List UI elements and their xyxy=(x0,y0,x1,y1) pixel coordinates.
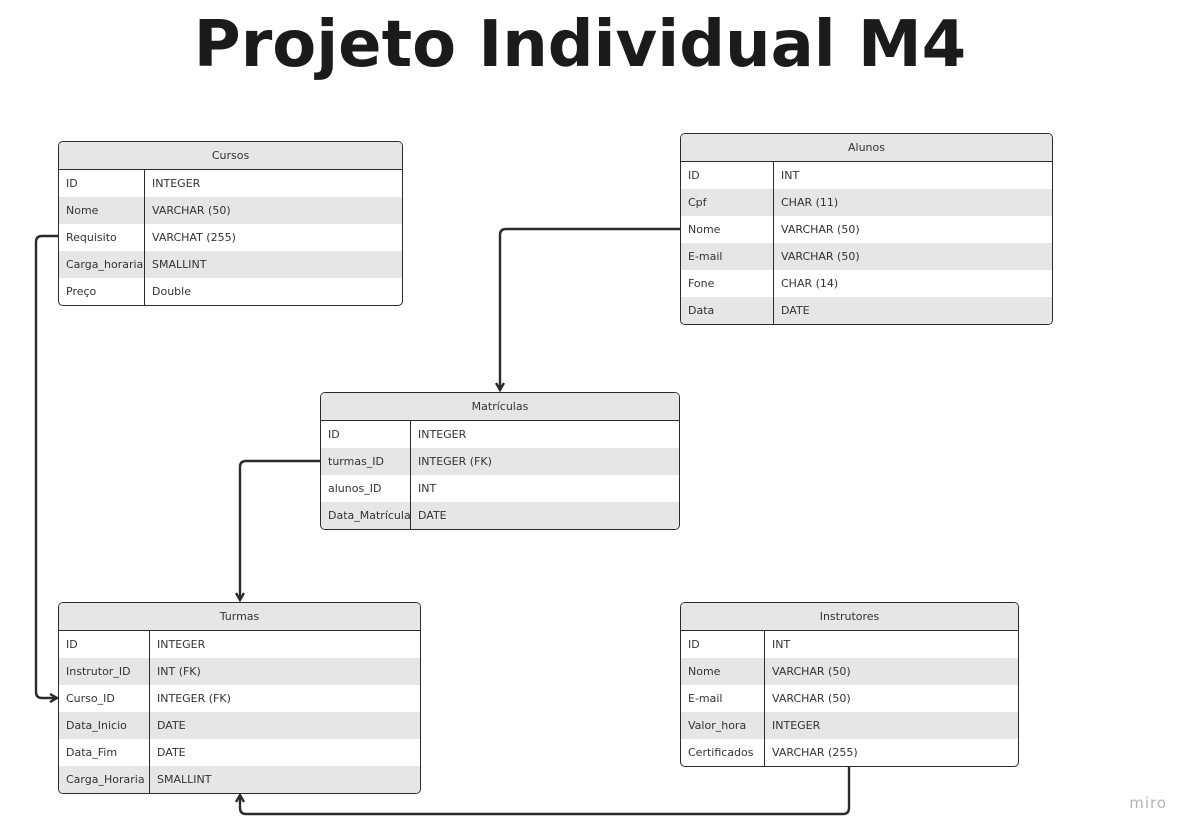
connector-cursos-turmas xyxy=(34,234,58,698)
field-name: Data xyxy=(681,297,774,324)
field-name: Data_Matrícula xyxy=(321,502,411,529)
connector-alunos-matriculas xyxy=(500,227,680,390)
entity-matriculas-title: Matrículas xyxy=(321,393,679,421)
table-row[interactable]: ID INT xyxy=(681,631,1018,658)
field-name: Nome xyxy=(681,658,765,685)
entity-turmas-title: Turmas xyxy=(59,603,420,631)
field-type: VARCHAR (50) xyxy=(781,223,860,236)
field-name: Valor_hora xyxy=(681,712,765,739)
field-type: VARCHAR (50) xyxy=(781,250,860,263)
table-row[interactable]: Data_Inicio DATE xyxy=(59,712,420,739)
entity-cursos[interactable]: Cursos ID INTEGER Nome VARCHAR (50) Requisit… xyxy=(58,141,403,306)
field-name: ID xyxy=(681,162,774,189)
table-row[interactable]: Carga_horaria SMALLINT xyxy=(59,251,402,278)
table-row[interactable]: Preço Double xyxy=(59,278,402,305)
field-name: turmas_ID xyxy=(321,448,411,475)
table-row[interactable]: ID INT xyxy=(681,162,1052,189)
field-type: DATE xyxy=(157,719,186,732)
field-name: Fone xyxy=(681,270,774,297)
table-row[interactable]: ID INTEGER xyxy=(59,170,402,197)
field-name: Carga_horaria xyxy=(59,251,145,278)
table-row[interactable]: E-mail VARCHAR (50) xyxy=(681,685,1018,712)
diagram-title: Projeto Individual M4 xyxy=(193,8,967,82)
miro-watermark: miro xyxy=(1129,794,1167,812)
table-row[interactable]: E-mail VARCHAR (50) xyxy=(681,243,1052,270)
table-row[interactable]: Certificados VARCHAR (255) xyxy=(681,739,1018,766)
table-row[interactable]: ID INTEGER xyxy=(59,631,420,658)
table-row[interactable]: Requisito VARCHAT (255) xyxy=(59,224,402,251)
field-type: INTEGER (FK) xyxy=(418,455,492,468)
field-type: CHAR (14) xyxy=(781,277,839,290)
field-name: Curso_ID xyxy=(59,685,150,712)
entity-matriculas[interactable]: Matrículas ID INTEGER turmas_ID INTEGER (FK… xyxy=(320,392,680,530)
table-row[interactable]: turmas_ID INTEGER (FK) xyxy=(321,448,679,475)
field-type: SMALLINT xyxy=(152,258,207,271)
entity-alunos-title: Alunos xyxy=(681,134,1052,162)
field-name: Data_Fim xyxy=(59,739,150,766)
field-type: INT xyxy=(772,638,791,651)
field-type: SMALLINT xyxy=(157,773,212,786)
field-name: alunos_ID xyxy=(321,475,411,502)
field-name: Nome xyxy=(681,216,774,243)
field-name: ID xyxy=(59,631,150,658)
field-name: Carga_Horaria xyxy=(59,766,150,793)
table-row[interactable]: Nome VARCHAR (50) xyxy=(681,216,1052,243)
field-type: DATE xyxy=(157,746,186,759)
field-type: INTEGER xyxy=(772,719,821,732)
table-row[interactable]: Nome VARCHAR (50) xyxy=(59,197,402,224)
entity-instrutores-title: Instrutores xyxy=(681,603,1018,631)
field-type: INT (FK) xyxy=(157,665,201,678)
field-type: VARCHAR (50) xyxy=(772,692,851,705)
field-type: INT xyxy=(781,169,800,182)
field-type: Double xyxy=(152,285,191,298)
field-name: Instrutor_ID xyxy=(59,658,150,685)
field-name: Cpf xyxy=(681,189,774,216)
table-row[interactable]: Data DATE xyxy=(681,297,1052,324)
field-type: INT xyxy=(418,482,437,495)
field-type: INTEGER xyxy=(152,177,201,190)
field-name: ID xyxy=(59,170,145,197)
table-row[interactable]: Carga_Horaria SMALLINT xyxy=(59,766,420,793)
field-type: DATE xyxy=(781,304,810,317)
field-name: Preço xyxy=(59,278,145,305)
field-type: VARCHAR (255) xyxy=(772,746,858,759)
table-row[interactable]: Data_Matrícula DATE xyxy=(321,502,679,529)
table-row[interactable]: Nome VARCHAR (50) xyxy=(681,658,1018,685)
field-type: DATE xyxy=(418,509,447,522)
table-row[interactable]: Curso_ID INTEGER (FK) xyxy=(59,685,420,712)
field-name: ID xyxy=(321,421,411,448)
table-row[interactable]: Instrutor_ID INT (FK) xyxy=(59,658,420,685)
entity-cursos-title: Cursos xyxy=(59,142,402,170)
table-row[interactable]: Cpf CHAR (11) xyxy=(681,189,1052,216)
table-row[interactable]: Fone CHAR (14) xyxy=(681,270,1052,297)
field-name: Nome xyxy=(59,197,145,224)
field-type: VARCHAR (50) xyxy=(772,665,851,678)
field-name: ID xyxy=(681,631,765,658)
connector-matriculas-turmas xyxy=(240,459,320,600)
table-row[interactable]: alunos_ID INT xyxy=(321,475,679,502)
field-name: Certificados xyxy=(681,739,765,766)
table-row[interactable]: ID INTEGER xyxy=(321,421,679,448)
entity-turmas[interactable]: Turmas ID INTEGER Instrutor_ID INT (FK) Curs… xyxy=(58,602,421,794)
field-name: Requisito xyxy=(59,224,145,251)
field-name: E-mail xyxy=(681,685,765,712)
table-row[interactable]: Valor_hora INTEGER xyxy=(681,712,1018,739)
field-type: CHAR (11) xyxy=(781,196,839,209)
field-type: VARCHAR (50) xyxy=(152,204,231,217)
field-name: Data_Inicio xyxy=(59,712,150,739)
table-row[interactable]: Data_Fim DATE xyxy=(59,739,420,766)
field-name: E-mail xyxy=(681,243,774,270)
field-type: INTEGER xyxy=(418,428,467,441)
field-type: VARCHAT (255) xyxy=(152,231,236,244)
field-type: INTEGER (FK) xyxy=(157,692,231,705)
field-type: INTEGER xyxy=(157,638,206,651)
